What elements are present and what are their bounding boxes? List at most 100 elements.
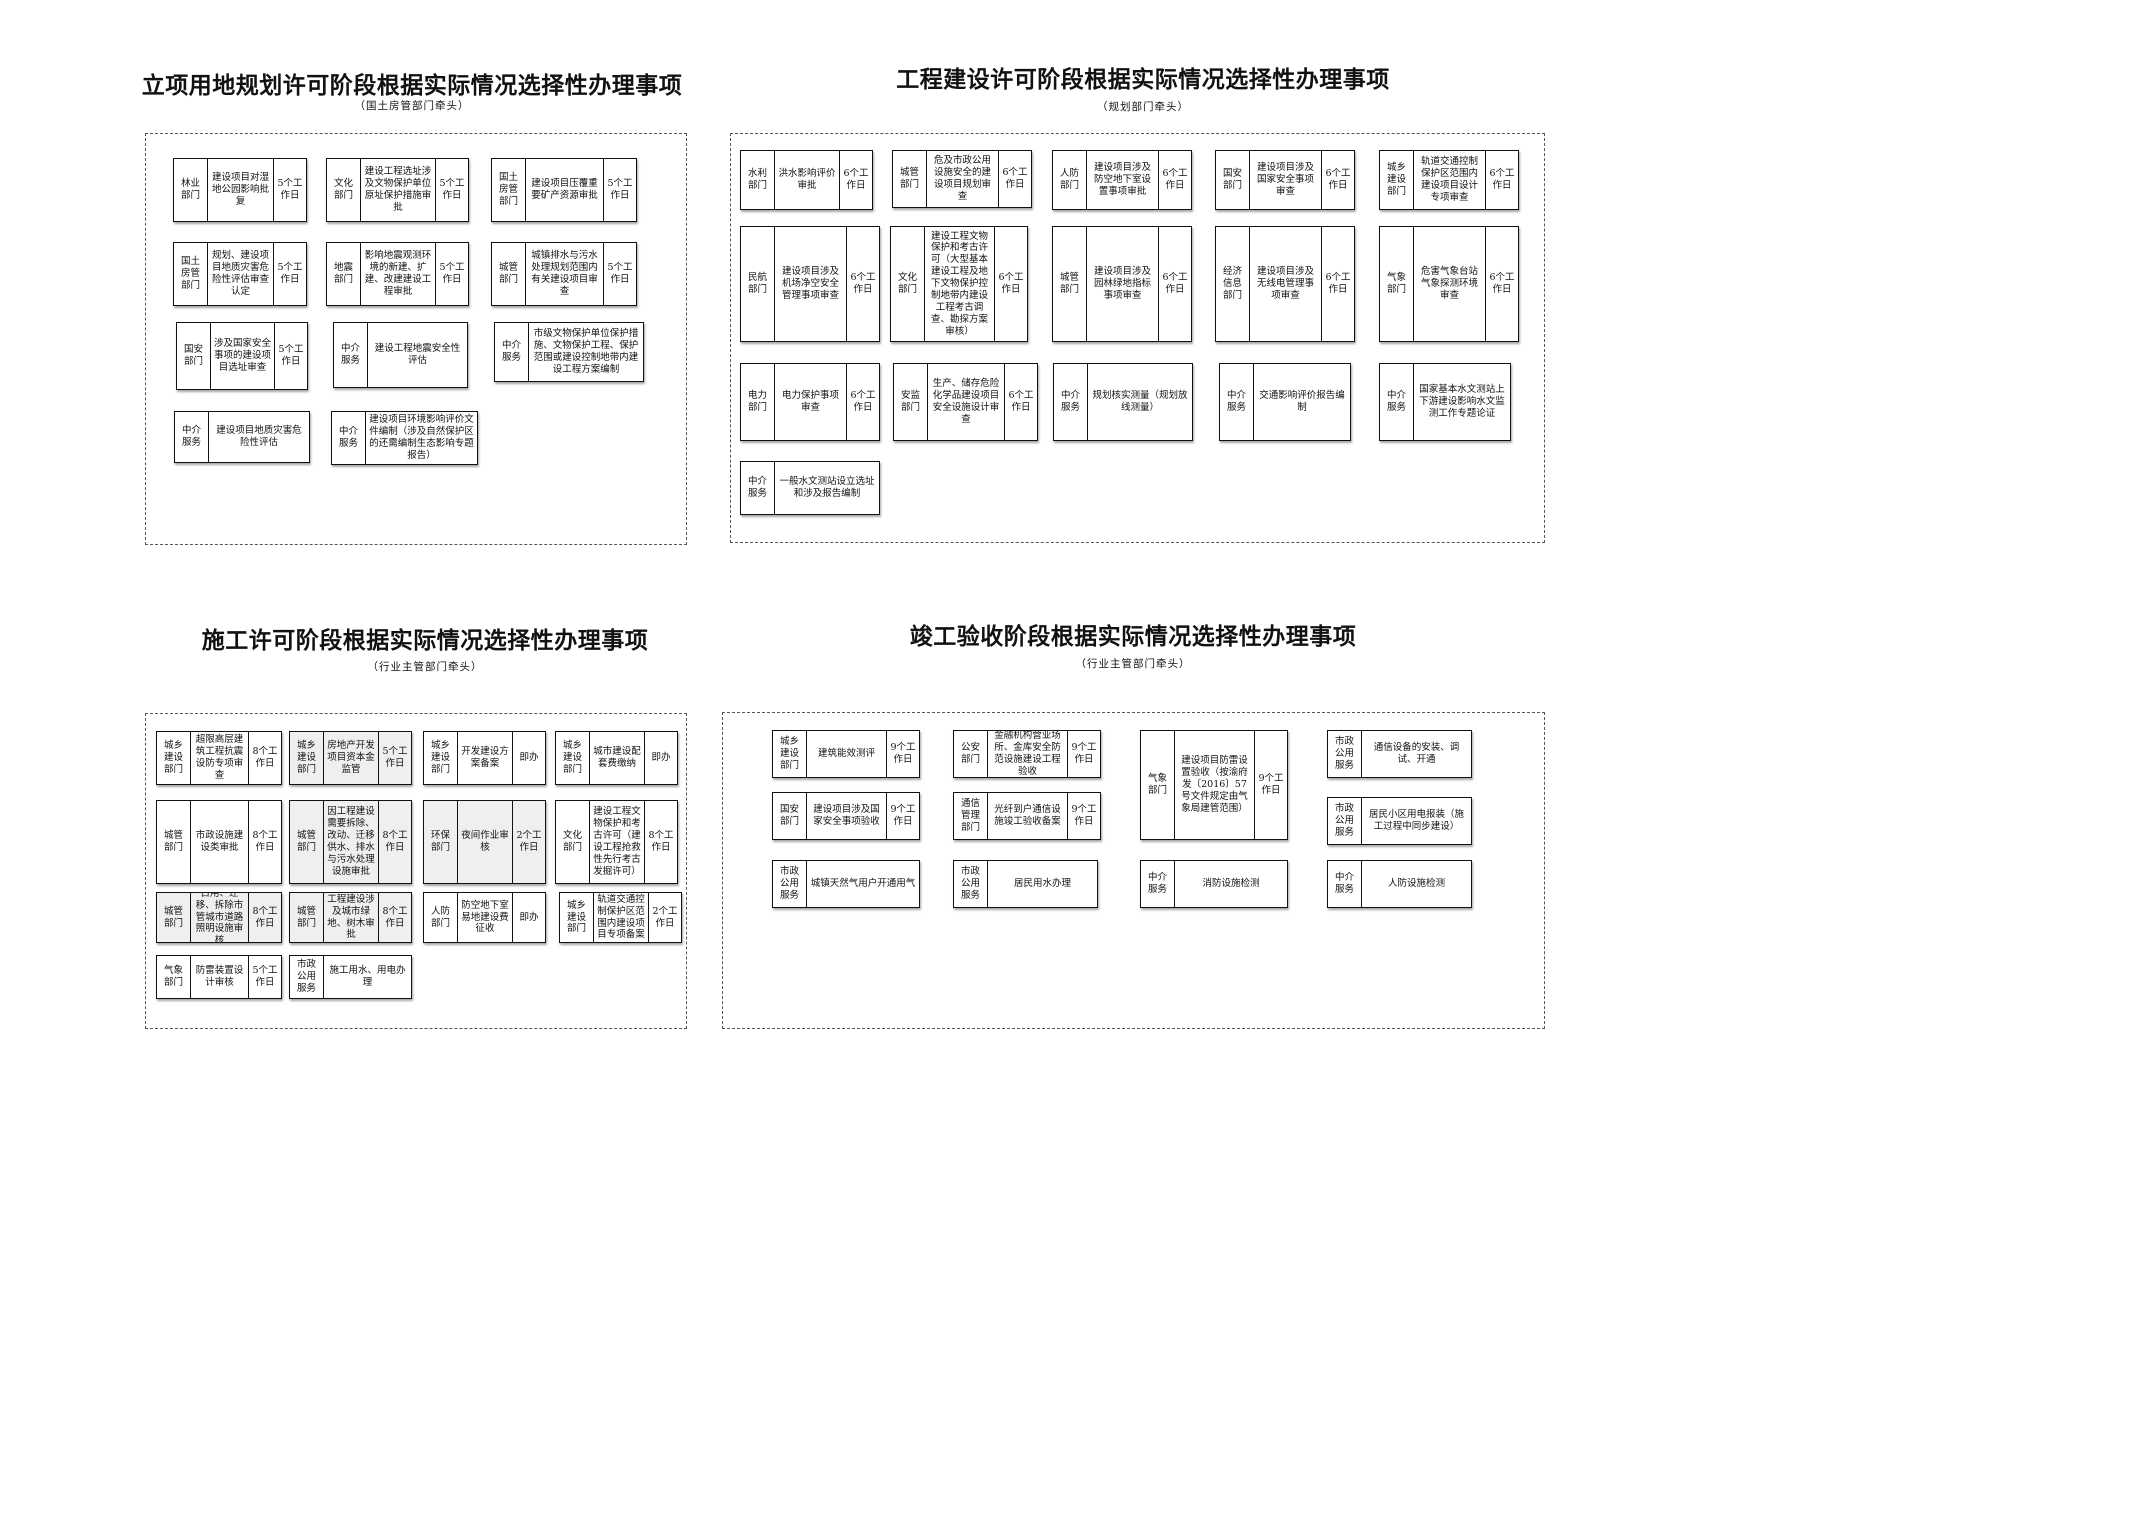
process-box: 文化部门建设工程文物保护和考古许可（大型基本建设工程及地下文物保护控制地带内建设… xyxy=(890,226,1028,342)
time-limit-label: 6个工作日 xyxy=(998,151,1031,207)
time-limit-label: 6个工作日 xyxy=(1004,364,1037,440)
time-limit-label: 2个工作日 xyxy=(648,893,681,942)
procedure-label: 一般水文测站设立选址和涉及报告编制 xyxy=(779,476,875,499)
section-title: 竣工验收阶段根据实际情况选择性办理事项 xyxy=(909,624,1357,650)
procedure-label: 轨道交通控制保护区范围内建设项目设计专项审查 xyxy=(1420,156,1478,203)
procedure-label: 生产、储存危险化学品建设项目安全设施设计审查 xyxy=(932,378,1000,425)
procedure-label: 建设项目对湿地公园影响批复 xyxy=(211,172,269,207)
procedure-label: 建设工程选址涉及文物保护单位原址保护措施审批 xyxy=(364,166,432,213)
department-label: 通信管理部门 xyxy=(954,793,988,839)
time-limit-label: 5个工作日 xyxy=(435,159,468,221)
procedure-label: 光纤到户通信设施竣工验收备案 xyxy=(994,804,1061,827)
department-label: 城乡建设部门 xyxy=(157,732,191,784)
department-label: 城管部门 xyxy=(157,801,191,883)
section-frame xyxy=(145,133,687,545)
procedure-label: 人防设施检测 xyxy=(1387,878,1445,890)
procedure-label: 规划、建设项目地质灾害危险性评估审查认定 xyxy=(211,250,269,297)
time-limit-label: 即办 xyxy=(512,893,545,942)
procedure-label: 建设项目地质灾害危险性评估 xyxy=(216,425,302,448)
department-label: 安监部门 xyxy=(894,364,928,440)
department-label: 城乡建设部门 xyxy=(556,732,590,784)
time-limit-label: 6个工作日 xyxy=(839,151,872,209)
department-label: 国安部门 xyxy=(177,323,211,389)
time-limit-label: 6个工作日 xyxy=(1321,227,1354,341)
section-title: 工程建设许可阶段根据实际情况选择性办理事项 xyxy=(896,67,1390,93)
time-limit-label: 5个工作日 xyxy=(603,243,636,305)
section-subtitle: （行业主管部门牵头） xyxy=(1075,658,1191,670)
time-limit-label: 5个工作日 xyxy=(248,956,281,998)
time-limit-label: 8个工作日 xyxy=(248,893,281,942)
procedure-label: 交通影响评价报告编制 xyxy=(1259,390,1345,413)
time-limit-label: 9个工作日 xyxy=(1254,731,1287,839)
department-label: 国土房管部门 xyxy=(492,159,526,221)
procedure-label: 建设项目涉及园林绿地指标事项审查 xyxy=(1093,266,1151,301)
process-box: 中介服务市级文物保护单位保护措施、文物保护工程、保护范围或建设控制地带内建设工程… xyxy=(494,322,644,382)
department-label: 中介服务 xyxy=(332,412,366,464)
department-label: 市政公用服务 xyxy=(1328,731,1362,777)
department-label: 城管部门 xyxy=(290,801,324,883)
department-label: 经济信息部门 xyxy=(1216,227,1250,341)
department-label: 地震部门 xyxy=(327,243,361,305)
department-label: 中介服务 xyxy=(741,462,775,514)
department-label: 中介服务 xyxy=(334,323,368,387)
section-title: 施工许可阶段根据实际情况选择性办理事项 xyxy=(201,628,649,654)
procedure-label: 市级文物保护单位保护措施、文物保护工程、保护范围或建设控制地带内建设工程方案编制 xyxy=(533,328,639,375)
procedure-label: 夜间作业审核 xyxy=(461,830,509,853)
process-box: 中介服务建设工程地震安全性评估 xyxy=(333,322,468,388)
department-label: 城乡建设部门 xyxy=(424,732,458,784)
procedure-label: 建设项目涉及国家安全事项审查 xyxy=(1256,162,1314,197)
procedure-label: 金融机构营业场所、金库安全防范设施建设工程验收 xyxy=(994,731,1061,777)
procedure-label: 国家基本水文测站上下游建设影响水文监测工作专题论证 xyxy=(1419,384,1505,419)
process-box: 市政公用服务施工用水、用电办理 xyxy=(289,955,412,999)
section-frame xyxy=(730,133,1545,543)
process-box: 中介服务规划核实测量（规划放线测量） xyxy=(1053,363,1193,441)
time-limit-label: 6个工作日 xyxy=(846,364,879,440)
process-box: 人防部门防空地下室易地建设费征收即办 xyxy=(423,892,546,943)
department-label: 城管部门 xyxy=(492,243,526,305)
time-limit-label: 6个工作日 xyxy=(1321,151,1354,209)
department-label: 人防部门 xyxy=(424,893,458,942)
time-limit-label: 8个工作日 xyxy=(378,893,411,942)
department-label: 市政公用服务 xyxy=(954,861,988,907)
process-box: 中介服务交通影响评价报告编制 xyxy=(1219,363,1351,441)
department-label: 城管部门 xyxy=(290,893,324,942)
section-frame xyxy=(722,712,1545,1029)
procedure-label: 建设工程地震安全性评估 xyxy=(374,343,461,366)
procedure-label: 危害气象台站气象探测环境审查 xyxy=(1420,266,1478,301)
procedure-label: 建设项目环境影响评价文件编制（涉及自然保护区的还需编制生态影响专题报告） xyxy=(369,414,474,461)
department-label: 气象部门 xyxy=(157,956,191,998)
section-subtitle: （国土房管部门牵头） xyxy=(354,100,470,112)
procedure-label: 消防设施检测 xyxy=(1202,878,1260,890)
time-limit-label: 5个工作日 xyxy=(273,159,306,221)
process-box: 市政公用服务居民用水办理 xyxy=(953,860,1098,908)
time-limit-label: 6个工作日 xyxy=(1158,227,1191,341)
department-label: 城乡建设部门 xyxy=(1380,151,1414,209)
procedure-label: 电力保护事项审查 xyxy=(781,390,839,413)
procedure-label: 建筑能效测评 xyxy=(817,748,875,760)
time-limit-label: 5个工作日 xyxy=(273,243,306,305)
time-limit-label: 9个工作日 xyxy=(886,793,919,839)
department-label: 城乡建设部门 xyxy=(773,731,807,777)
procedure-label: 通信设备的安装、调试、开通 xyxy=(1373,742,1460,765)
process-box: 市政公用服务通信设备的安装、调试、开通 xyxy=(1327,730,1472,778)
section-subtitle: （规划部门牵头） xyxy=(1097,101,1189,113)
department-label: 文化部门 xyxy=(327,159,361,221)
procedure-label: 规划核实测量（规划放线测量） xyxy=(1092,390,1188,413)
process-box: 中介服务建设项目环境影响评价文件编制（涉及自然保护区的还需编制生态影响专题报告） xyxy=(331,411,478,465)
time-limit-label: 8个工作日 xyxy=(248,801,281,883)
time-limit-label: 6个工作日 xyxy=(1158,151,1191,209)
time-limit-label: 即办 xyxy=(512,732,545,784)
time-limit-label: 8个工作日 xyxy=(644,801,677,883)
